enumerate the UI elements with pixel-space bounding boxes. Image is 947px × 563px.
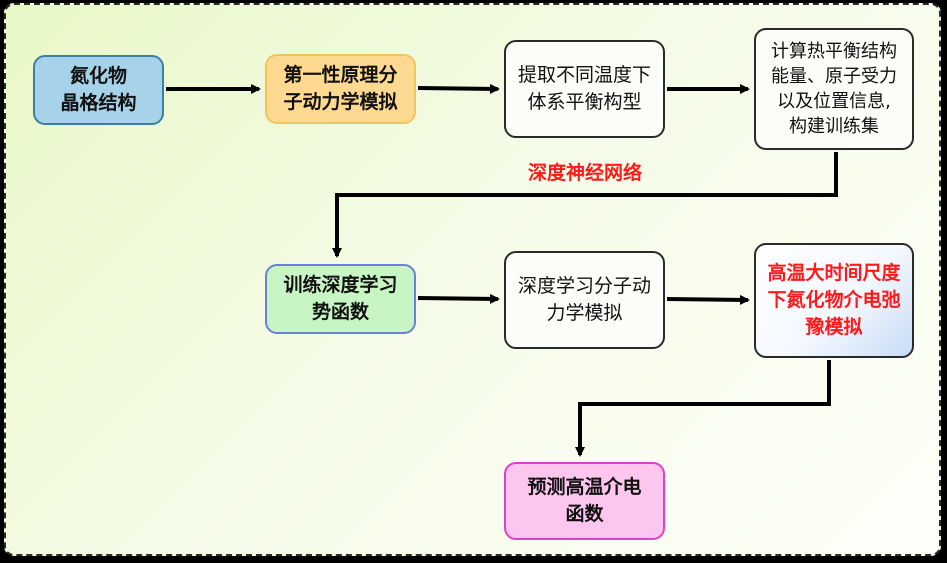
node-text-line: 构建训练集 xyxy=(789,116,879,137)
node-text-line: 氮化物 xyxy=(69,65,127,87)
edge-label-deep-neural-network: 深度神经网络 xyxy=(527,162,642,184)
node-build-training-set: 计算热平衡结构 能量、原子受力 以及位置信息, 构建训练集 xyxy=(754,28,914,150)
node-text-line: 以及位置信息, xyxy=(777,91,891,112)
node-text-line: 训练深度学习 xyxy=(283,274,398,296)
arrow-hightemp-to-predict xyxy=(575,360,831,457)
arrow-compute-to-train xyxy=(332,152,838,258)
node-text-line: 下氮化物介电弛 xyxy=(767,289,901,311)
node-train-dl-potential: 训练深度学习 势函数 xyxy=(265,264,416,334)
node-text-line: 子动力学模拟 xyxy=(283,91,398,113)
node-first-principles-md: 第一性原理分 子动力学模拟 xyxy=(265,54,416,124)
arrow-firstprin-to-extract xyxy=(417,83,500,94)
node-text-line: 预测高温介电 xyxy=(527,476,642,498)
arrow-train-to-dlmd xyxy=(417,293,500,304)
node-text-line: 力学模拟 xyxy=(546,302,623,324)
node-text-line: 体系平衡构型 xyxy=(527,91,642,113)
node-text-line: 第一性原理分 xyxy=(283,64,398,86)
node-deep-learning-md: 深度学习分子动 力学模拟 xyxy=(504,251,665,349)
node-text-line: 能量、原子受力 xyxy=(771,66,897,87)
node-text-line: 深度学习分子动 xyxy=(517,275,651,297)
node-extract-equilibrium-configs: 提取不同温度下 体系平衡构型 xyxy=(504,40,665,138)
node-text-line: 计算热平衡结构 xyxy=(771,41,897,62)
node-text-line: 函数 xyxy=(565,503,604,525)
arrow-dlmd-to-hightemp xyxy=(666,294,750,305)
node-nitride-crystal-structure: 氮化物 晶格结构 xyxy=(33,55,164,125)
node-text-line: 晶格结构 xyxy=(60,92,137,114)
node-text-line: 豫模拟 xyxy=(805,316,863,338)
node-predict-dielectric-function: 预测高温介电 函数 xyxy=(504,462,665,540)
node-text-line: 提取不同温度下 xyxy=(517,64,651,86)
node-text-line: 势函数 xyxy=(311,301,369,323)
node-text-line: 高温大时间尺度 xyxy=(767,262,901,284)
node-high-temp-dielectric-relaxation: 高温大时间尺度 下氮化物介电弛 豫模拟 xyxy=(754,243,914,358)
